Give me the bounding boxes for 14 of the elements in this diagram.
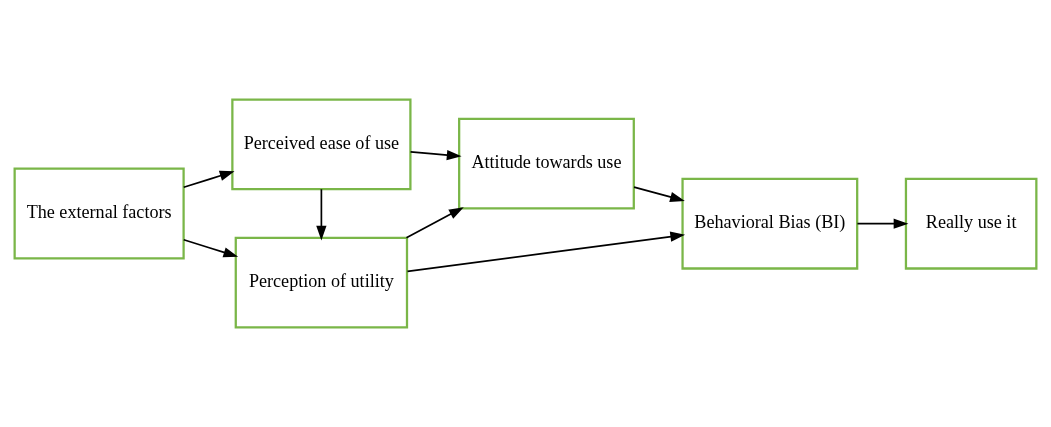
node-box: Really use it — [904, 177, 1038, 270]
node-box: Perceived ease of use — [231, 98, 412, 191]
arrow — [316, 188, 327, 241]
node-box: Behavioral Bias (BI) — [681, 177, 859, 270]
arrow — [406, 231, 686, 273]
arrow — [182, 238, 239, 258]
arrow — [856, 218, 909, 229]
arrow — [633, 186, 685, 202]
arrow — [405, 207, 464, 239]
arrow — [182, 170, 235, 189]
node-box: Perception of utility — [234, 236, 409, 329]
node-box: The external factors — [13, 167, 185, 260]
arrow — [409, 149, 462, 161]
node-box: Attitude towards use — [458, 117, 635, 210]
